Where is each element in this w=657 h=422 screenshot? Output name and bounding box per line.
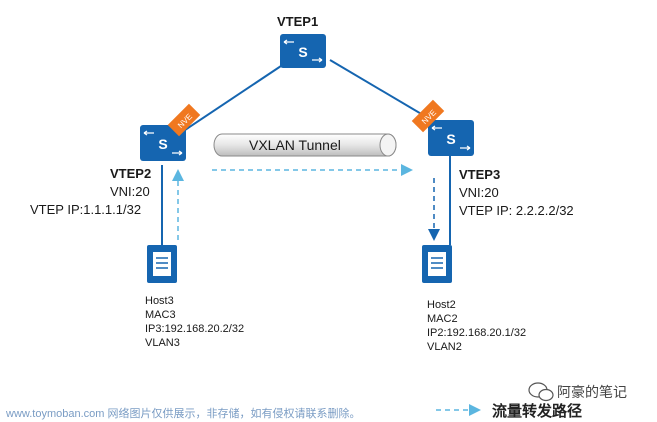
- vtep3-nve-badge: NVE: [411, 99, 445, 133]
- svg-text:S: S: [298, 44, 307, 60]
- host2-ip: IP2:192.168.20.1/32: [427, 327, 527, 339]
- host3-name: Host3: [145, 295, 174, 307]
- vtep3-switch-icon: S: [428, 120, 474, 156]
- vtep3-name: VTEP3: [459, 167, 501, 182]
- account-logo-icon: [528, 382, 554, 402]
- host3-ip: IP3:192.168.20.2/32: [145, 323, 245, 335]
- host3-mac: MAC3: [145, 309, 176, 321]
- host2-server-icon: [422, 245, 452, 283]
- vtep2-ip: VTEP IP:1.1.1.1/32: [30, 202, 142, 217]
- vtep2-vni: VNI:20: [110, 184, 150, 199]
- vtep2-nve-badge: NVE: [167, 103, 201, 137]
- host2-name: Host2: [427, 299, 456, 311]
- vtep3-ip: VTEP IP: 2.2.2.2/32: [459, 203, 574, 218]
- host3-server-icon: [147, 245, 177, 283]
- vtep1-name: VTEP1: [277, 14, 319, 29]
- link-vtep1-vtep2: [184, 59, 291, 131]
- host3-vlan: VLAN3: [145, 337, 180, 349]
- host2-vlan: VLAN2: [427, 341, 462, 353]
- watermark-text: www.toymoban.com 网络图片仅供展示，非存储，如有侵权请联系删除。: [6, 408, 361, 420]
- vtep2-switch-icon: S: [140, 125, 186, 161]
- svg-text:S: S: [446, 131, 455, 147]
- host2-info: Host2 MAC2 IP2:192.168.20.1/32 VLAN2: [427, 298, 526, 354]
- tunnel-label: VXLAN Tunnel: [249, 137, 341, 153]
- host2-mac: MAC2: [427, 313, 458, 325]
- watermark-account: 阿豪的笔记: [557, 384, 627, 400]
- legend-label: 流量转发路径: [492, 403, 583, 420]
- host3-info: Host3 MAC3 IP3:192.168.20.2/32 VLAN3: [145, 294, 244, 350]
- vtep3-vni: VNI:20: [459, 185, 499, 200]
- vtep1-switch-icon: S: [280, 34, 326, 68]
- vxlan-tunnel: [213, 133, 397, 157]
- svg-text:S: S: [158, 136, 167, 152]
- vtep2-name: VTEP2: [110, 166, 152, 181]
